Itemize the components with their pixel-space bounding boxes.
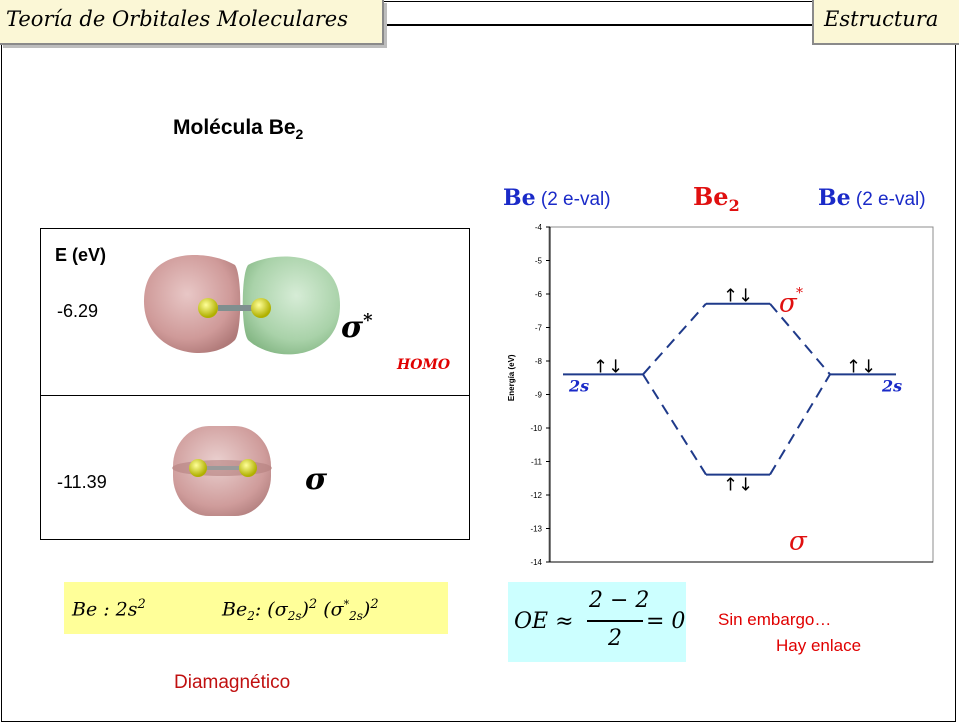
molecule-title-subscript: 2: [295, 126, 304, 143]
be2-config-sub3: 2s: [349, 609, 363, 624]
sigma-star-orbital-image: [143, 254, 340, 355]
be2-config-sub2: 2s: [287, 609, 302, 624]
bond-order-numerator: 2 − 2: [589, 588, 650, 613]
y-tick-label: -10: [530, 424, 542, 433]
header-be2-sub: 2: [728, 195, 740, 215]
be2-config-sup2: 2: [370, 597, 379, 612]
sigma-star-label-symbol: σ: [341, 310, 364, 345]
header-tab-left: Teoría de Orbitales Moleculares: [0, 0, 384, 45]
header-be-right: Be (2 e-val): [818, 185, 926, 211]
y-tick-label: -13: [530, 525, 542, 534]
orbital-panel-divider: [40, 395, 470, 396]
y-tick-label: -7: [535, 324, 543, 333]
y-tick-label: -8: [535, 357, 543, 366]
be2-config-rest: : (σ: [254, 598, 288, 621]
bond-order-lhs: OE ≈: [514, 609, 574, 634]
y-tick-label: -14: [530, 558, 542, 567]
connector-sigma-to-right: [769, 373, 831, 476]
be2-configuration: Be2: (σ2s)2 (σ*2s)2: [222, 597, 379, 623]
label-2s-left: 2s: [568, 376, 589, 395]
sigma-label: σ: [305, 462, 328, 497]
header-tab-right: Estructura: [812, 0, 959, 45]
y-tick-label: -6: [535, 290, 543, 299]
atom-right-sigma: [239, 459, 257, 477]
connector-sigma-star-to-right: [769, 303, 831, 376]
molecule-title-text: Molécula Be: [173, 116, 296, 139]
note-there-is-bond: Hay enlace: [776, 636, 862, 655]
header-be-left: Be (2 e-val): [503, 185, 611, 211]
connector-left-to-sigma: [642, 373, 707, 476]
energy-heading: E (eV): [55, 245, 107, 265]
sigma-star-label-star: *: [363, 310, 373, 331]
orbital-panel: [40, 228, 470, 540]
y-tick-label: -11: [531, 458, 543, 467]
y-axis-label: Energía (eV): [507, 354, 516, 401]
bond-order-box: [508, 582, 686, 662]
atom-left-sigma: [189, 459, 207, 477]
be2-config-open2: (σ: [323, 598, 344, 621]
sigma-orbital-image: [172, 426, 272, 516]
electrons-2s-left: ↑↓: [593, 356, 623, 377]
y-tick-label: -9: [535, 391, 543, 400]
header-left-title: Teoría de Orbitales Moleculares: [6, 7, 348, 31]
bond-order-denominator: 2: [608, 626, 622, 651]
be2-config-lead: Be: [222, 598, 248, 621]
be-configuration: Be : 2s2: [72, 597, 146, 620]
header-rule: [0, 24, 959, 26]
label-2s-right: 2s: [881, 376, 902, 395]
be2-config-close: ): [301, 598, 309, 621]
electrons-2s-right: ↑↓: [846, 356, 876, 377]
be2-config-sup: 2: [308, 597, 318, 612]
atom-right: [251, 298, 271, 318]
be2-config-star: *: [343, 598, 350, 611]
label-sigma-star: σ: [779, 289, 798, 319]
header-be-left-atom: Be: [503, 185, 536, 211]
label-sigma-star-mark: *: [796, 286, 803, 302]
plot-frame: [548, 226, 934, 563]
be-config-text: Be : 2s: [72, 598, 138, 621]
configuration-box: [64, 582, 448, 634]
header-be-right-detail: (2 e-val): [855, 189, 926, 210]
header-right-title: Estructura: [824, 7, 939, 31]
atom-left: [198, 298, 218, 318]
y-tick-label: -12: [530, 491, 542, 500]
red-lobe: [143, 254, 241, 353]
be2-config-close2: ): [362, 598, 371, 621]
header-be-right-atom: Be: [818, 185, 851, 211]
electrons-sigma-star: ↑↓: [723, 286, 753, 307]
sigma-star-label: σ*: [341, 310, 373, 345]
magnetism-label: Diamagnético: [174, 672, 291, 693]
note-however: Sin embargo…: [718, 610, 832, 629]
header-be2-atom: Be: [693, 182, 729, 211]
molecule-title: Molécula Be2: [173, 116, 303, 142]
bond-order-fraction-bar: [587, 620, 643, 622]
bond-rod: [218, 305, 258, 311]
header-be2: Be2: [693, 182, 740, 215]
connector-left-to-sigma-star: [642, 303, 707, 376]
electrons-sigma: ↑↓: [723, 475, 753, 496]
sigma-star-energy: -6.29: [57, 301, 99, 321]
bond-order-rhs: = 0: [646, 609, 686, 634]
header-be-left-detail: (2 e-val): [540, 189, 611, 210]
be2-config-sub: 2: [247, 609, 255, 624]
label-sigma: σ: [789, 527, 808, 557]
y-tick-label: -4: [535, 223, 543, 232]
be-config-sup: 2: [137, 597, 146, 612]
y-tick-label: -5: [535, 257, 543, 266]
bond-rod-sigma: [199, 466, 245, 470]
sigma-energy: -11.39: [57, 472, 107, 492]
homo-tag: HOMO: [397, 357, 451, 373]
green-lobe: [242, 256, 340, 355]
mo-energy-diagram: -4 -5 -6 -7 -8 -9 -10 -11 -12 -13 -14 Energía (eV) ↑…: [507, 223, 934, 567]
